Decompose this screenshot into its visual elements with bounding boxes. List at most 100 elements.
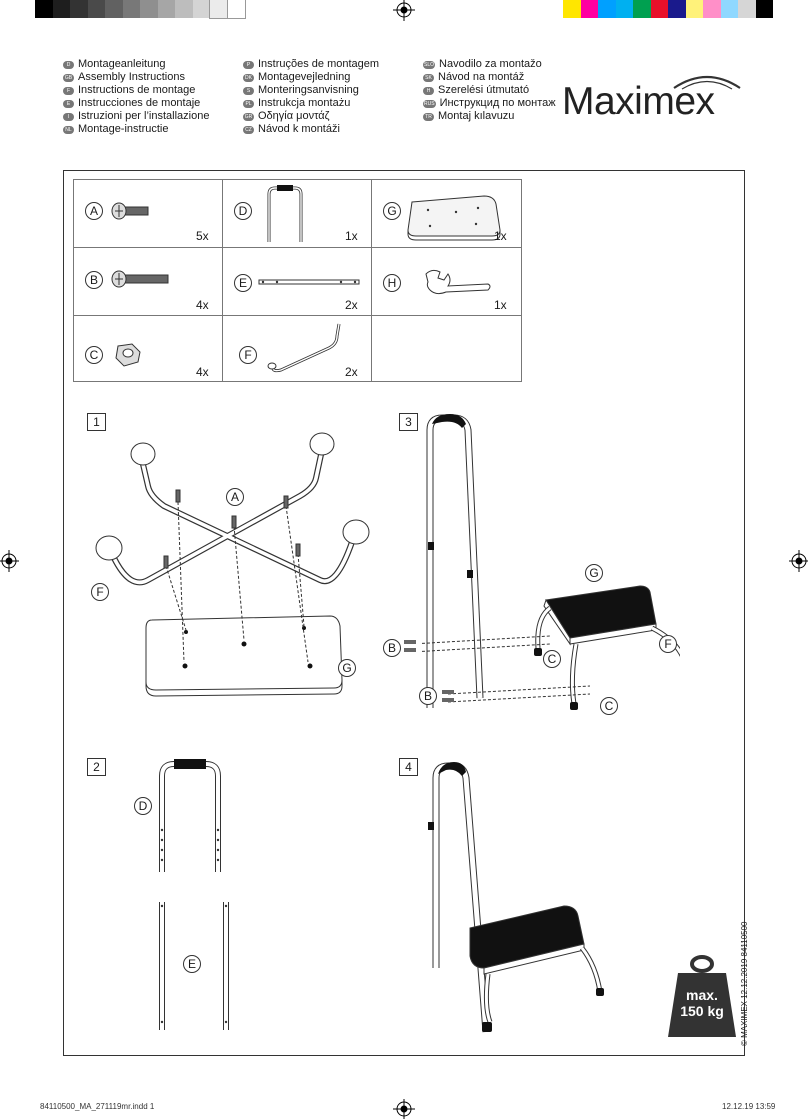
weight-icon: [668, 955, 736, 1037]
step-part-label: B: [419, 687, 437, 705]
language-label: Szerelési útmutató: [438, 84, 530, 96]
color-swatch: [580, 0, 598, 18]
language-item: PL Instrukcja montażu: [243, 97, 379, 110]
color-swatch: [226, 0, 246, 19]
step-2-illustration: [159, 759, 229, 1030]
screw-pair-icon: [404, 640, 416, 652]
short-screw-icon: [111, 202, 149, 220]
footer-timestamp: 12.12.19 13:59: [722, 1102, 776, 1111]
part-cell-h: H 1x: [371, 247, 522, 316]
language-item: SK Návod na montáž: [423, 71, 556, 84]
color-swatch: [633, 0, 651, 18]
language-label: Monteringsanvisning: [258, 84, 359, 96]
step-part-label: B: [383, 639, 401, 657]
color-swatch: [615, 0, 633, 18]
language-code-badge: P: [243, 60, 254, 69]
step-part-label: C: [543, 650, 561, 668]
part-quantity: 1x: [494, 298, 507, 312]
part-cell-f: F 2x: [222, 315, 372, 382]
color-swatch: [122, 0, 140, 18]
color-swatch: [35, 0, 53, 18]
language-code-badge: S: [243, 86, 254, 95]
language-code-badge: SK: [423, 73, 434, 82]
color-swatch: [598, 0, 616, 18]
color-swatch: [157, 0, 175, 18]
language-label: Instruções de montagem: [258, 58, 380, 70]
language-code-badge: E: [63, 99, 74, 108]
registration-mark-icon: [393, 0, 415, 21]
registration-mark-icon: [789, 550, 808, 572]
language-label: Montagevejledning: [258, 71, 351, 83]
part-cell-c: C 4x: [73, 315, 223, 382]
part-quantity: 1x: [345, 229, 358, 243]
part-cell-d: D 1x: [222, 179, 372, 248]
part-letter: F: [239, 346, 257, 364]
step-3-illustration: [420, 414, 680, 710]
step-number: 1: [87, 413, 106, 431]
color-swatch: [755, 0, 773, 18]
language-label: Инструкцид по монтаж: [439, 97, 556, 109]
language-item: NL Montage-instructie: [63, 123, 209, 136]
language-label: Návod na montáž: [438, 71, 525, 83]
color-swatch: [52, 0, 70, 18]
color-swatch: [105, 0, 123, 18]
color-swatch: [668, 0, 686, 18]
language-code-badge: RUS: [423, 99, 436, 108]
language-label: Montageanleitung: [78, 58, 166, 70]
step-number: 3: [399, 413, 418, 431]
language-label: Instrukcja montażu: [258, 97, 351, 109]
step-4-illustration: [428, 762, 604, 1033]
connecting-bar-icon: [258, 279, 360, 285]
language-code-badge: PL: [243, 99, 254, 108]
language-code-badge: F: [63, 86, 74, 95]
language-label: Navodilo za montažo: [439, 58, 542, 70]
color-swatch: [685, 0, 703, 18]
leg-frame-icon: [267, 323, 341, 373]
color-swatch: [738, 0, 756, 18]
step-part-label: F: [659, 635, 677, 653]
step-part-label: F: [91, 583, 109, 601]
part-cell-g: G 1x: [371, 179, 522, 248]
load-value: 150 kg: [680, 1003, 724, 1019]
part-quantity: 5x: [196, 229, 209, 243]
part-letter: B: [85, 271, 103, 289]
color-swatch: [70, 0, 88, 18]
color-swatch: [87, 0, 105, 18]
registration-mark-icon: [0, 550, 19, 572]
hex-nut-icon: [115, 343, 141, 367]
step-part-label: A: [226, 488, 244, 506]
long-screw-icon: [111, 270, 169, 288]
color-swatch: [720, 0, 738, 18]
step-number: 4: [399, 758, 418, 776]
language-item: D Montageanleitung: [63, 58, 209, 71]
language-code-badge: H: [423, 86, 434, 95]
part-cell-b: B 4x: [73, 247, 223, 316]
language-label: Instrucciones de montaje: [78, 97, 201, 109]
part-letter: A: [85, 202, 103, 220]
step-number: 2: [87, 758, 106, 776]
language-code-badge: D: [63, 60, 74, 69]
language-label: Assembly Instructions: [78, 71, 185, 83]
language-code-badge: NL: [63, 125, 74, 134]
step-1-illustration: [95, 432, 370, 697]
color-swatch: [209, 0, 229, 19]
language-item: H Szerelési útmutató: [423, 84, 556, 97]
instruction-frame: [63, 170, 745, 1056]
brand-swoosh-icon: [673, 76, 741, 90]
color-swatch: [650, 0, 668, 18]
part-letter: E: [234, 274, 252, 292]
language-label: Montage-instructie: [78, 123, 169, 135]
language-code-badge: SLO: [423, 60, 436, 69]
screw-pair-icon: [442, 690, 454, 702]
part-quantity: 4x: [196, 365, 209, 379]
